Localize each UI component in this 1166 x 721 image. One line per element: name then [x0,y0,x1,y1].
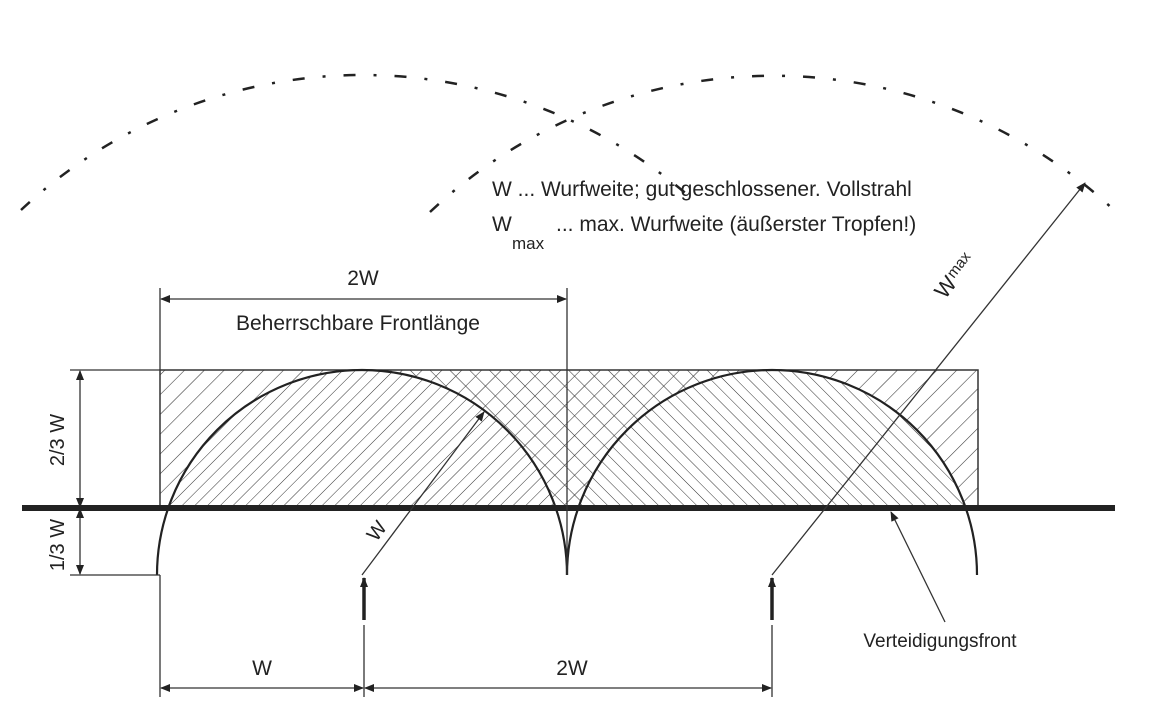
radius-w-line [361,411,485,576]
dimension-label-w-bottom: W [252,657,272,680]
two-thirds-w-label: 2/3 W [47,414,69,466]
one-third-w-label: 1/3 W [47,519,69,571]
w-arc-right [565,368,979,576]
wmax-arc-left [20,73,691,211]
dimension-label-2w-top: 2W [347,267,379,290]
dimension-label-2w-bottom: 2W [556,657,588,680]
front-length-label: Beherrschbare Frontlänge [236,312,480,335]
radius-wmax-line [771,182,1086,576]
wmax-arc-right [429,74,1116,213]
legend-line-wmax: ... max. Wurfweite (äußerster Tropfen!) [556,213,916,236]
legend-symbol-wmax-sub: max [512,234,545,253]
legend-symbol-wmax: W [492,213,512,236]
w-arc-left [155,368,569,576]
legend: W ... Wurfweite; gut geschlossener. Voll… [492,178,916,253]
radius-wmax-label: W max [929,248,974,303]
defense-front-label: Verteidigungsfront [863,631,1017,652]
legend-line-w: W ... Wurfweite; gut geschlossener. Voll… [492,178,912,201]
defense-front-leader [890,511,946,623]
